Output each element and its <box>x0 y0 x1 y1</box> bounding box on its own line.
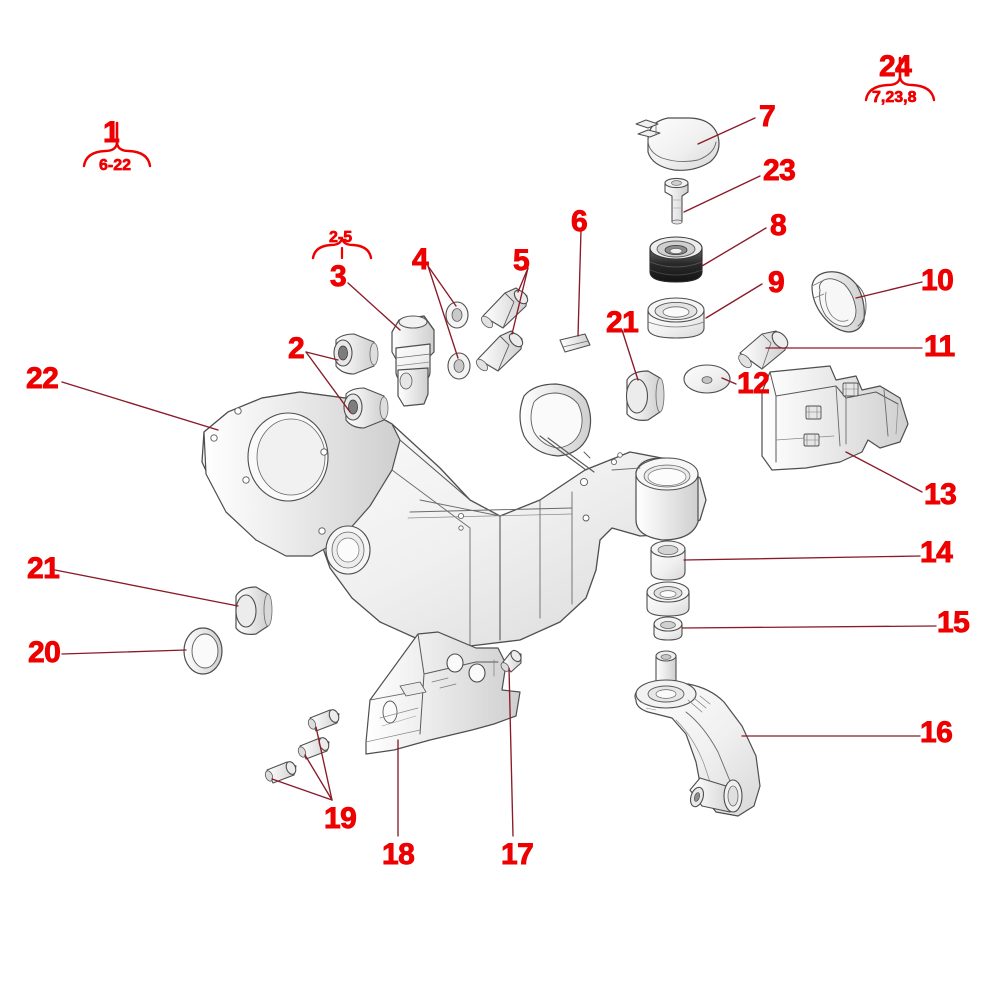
group-braces-layer <box>82 56 936 260</box>
callout-3: 3 <box>330 260 348 293</box>
callout-10: 10 <box>921 264 955 297</box>
part-guard-bracket-right <box>761 365 909 471</box>
callout-20: 20 <box>28 636 62 669</box>
leader-23 <box>683 175 761 213</box>
callout-11: 11 <box>924 330 956 363</box>
callout-24: 24 <box>879 50 913 83</box>
callout-21-left: 21 <box>27 552 61 585</box>
leader-7 <box>697 117 756 145</box>
leader-5b <box>511 267 529 335</box>
callout-2-5-range: 2-5 <box>329 229 353 246</box>
leader-3 <box>347 282 401 331</box>
callout-7: 7 <box>759 100 777 133</box>
part-spacer-sleeve <box>650 540 686 581</box>
callout-1: 1 <box>103 116 121 149</box>
part-main-frame <box>201 383 707 647</box>
callout-21-center: 21 <box>606 306 640 339</box>
leader-19c <box>271 778 333 801</box>
part-large-washer <box>683 364 731 394</box>
leader-4b <box>427 265 459 359</box>
part-universal-joint <box>391 315 435 407</box>
part-washer-4b <box>447 352 471 380</box>
part-oval-seal <box>183 627 223 675</box>
callout-17: 17 <box>501 838 535 871</box>
callout-24-range: 7,23,8 <box>872 89 917 106</box>
part-split-ring <box>811 271 867 333</box>
part-bushing-21a <box>625 370 665 421</box>
callout-5: 5 <box>513 244 531 277</box>
leader-5a <box>517 267 529 293</box>
leader-6 <box>577 229 582 337</box>
leader-19a <box>315 726 333 801</box>
part-ball-bearing <box>647 297 705 339</box>
leader-4a <box>427 265 457 307</box>
callout-2: 2 <box>288 332 306 365</box>
part-steering-knuckle <box>634 650 761 817</box>
callout-4: 4 <box>412 243 430 276</box>
callout-12: 12 <box>737 367 771 400</box>
leader-22 <box>61 381 219 431</box>
part-sealed-bearing <box>649 236 703 283</box>
part-bearing-stack <box>646 581 690 617</box>
part-flat-key <box>559 333 591 353</box>
leader-14 <box>683 555 921 561</box>
part-shoulder-bolt <box>738 330 789 370</box>
part-flanged-bushing-lower <box>343 387 389 429</box>
part-bolt-5b <box>475 330 524 372</box>
leader-8 <box>701 227 767 267</box>
callout-23: 23 <box>763 154 797 187</box>
leader-21b <box>54 569 239 607</box>
leader-2b <box>305 351 351 413</box>
part-bearing-cap <box>635 117 720 171</box>
part-seal-ring <box>653 616 683 641</box>
leader-19b <box>304 754 333 801</box>
callout-19: 19 <box>324 802 358 835</box>
leader-10 <box>855 281 923 299</box>
leader-9 <box>705 283 763 319</box>
part-guard-bracket-left <box>365 631 521 755</box>
part-bushing-21b <box>235 586 273 635</box>
leader-13 <box>845 451 923 493</box>
callout-14: 14 <box>920 536 954 569</box>
part-bolt-19a <box>307 709 340 732</box>
part-bolt-19c <box>264 761 297 784</box>
part-bolt-17 <box>500 649 522 673</box>
leader-12 <box>721 377 737 385</box>
callout-16: 16 <box>920 716 954 749</box>
leader-17 <box>508 667 514 837</box>
leader-15 <box>681 625 937 629</box>
leader-lines-layer <box>54 117 937 837</box>
callout-9: 9 <box>768 266 786 299</box>
callout-15: 15 <box>937 606 971 639</box>
part-bolt-5a <box>480 287 529 329</box>
part-bolt-19b <box>297 737 330 760</box>
brace-25 <box>311 237 373 260</box>
leader-2 <box>305 351 339 361</box>
part-washer-4a <box>445 301 469 329</box>
callout-8: 8 <box>770 209 788 242</box>
leader-21a <box>621 329 639 381</box>
leader-20 <box>61 649 187 655</box>
callout-13: 13 <box>924 478 958 511</box>
part-socket-screw <box>664 177 689 225</box>
callout-6: 6 <box>571 205 589 238</box>
callout-1-range: 6-22 <box>99 157 132 174</box>
callout-22: 22 <box>26 362 60 395</box>
part-flanged-bushing-upper <box>333 333 379 375</box>
callout-18: 18 <box>382 838 416 871</box>
